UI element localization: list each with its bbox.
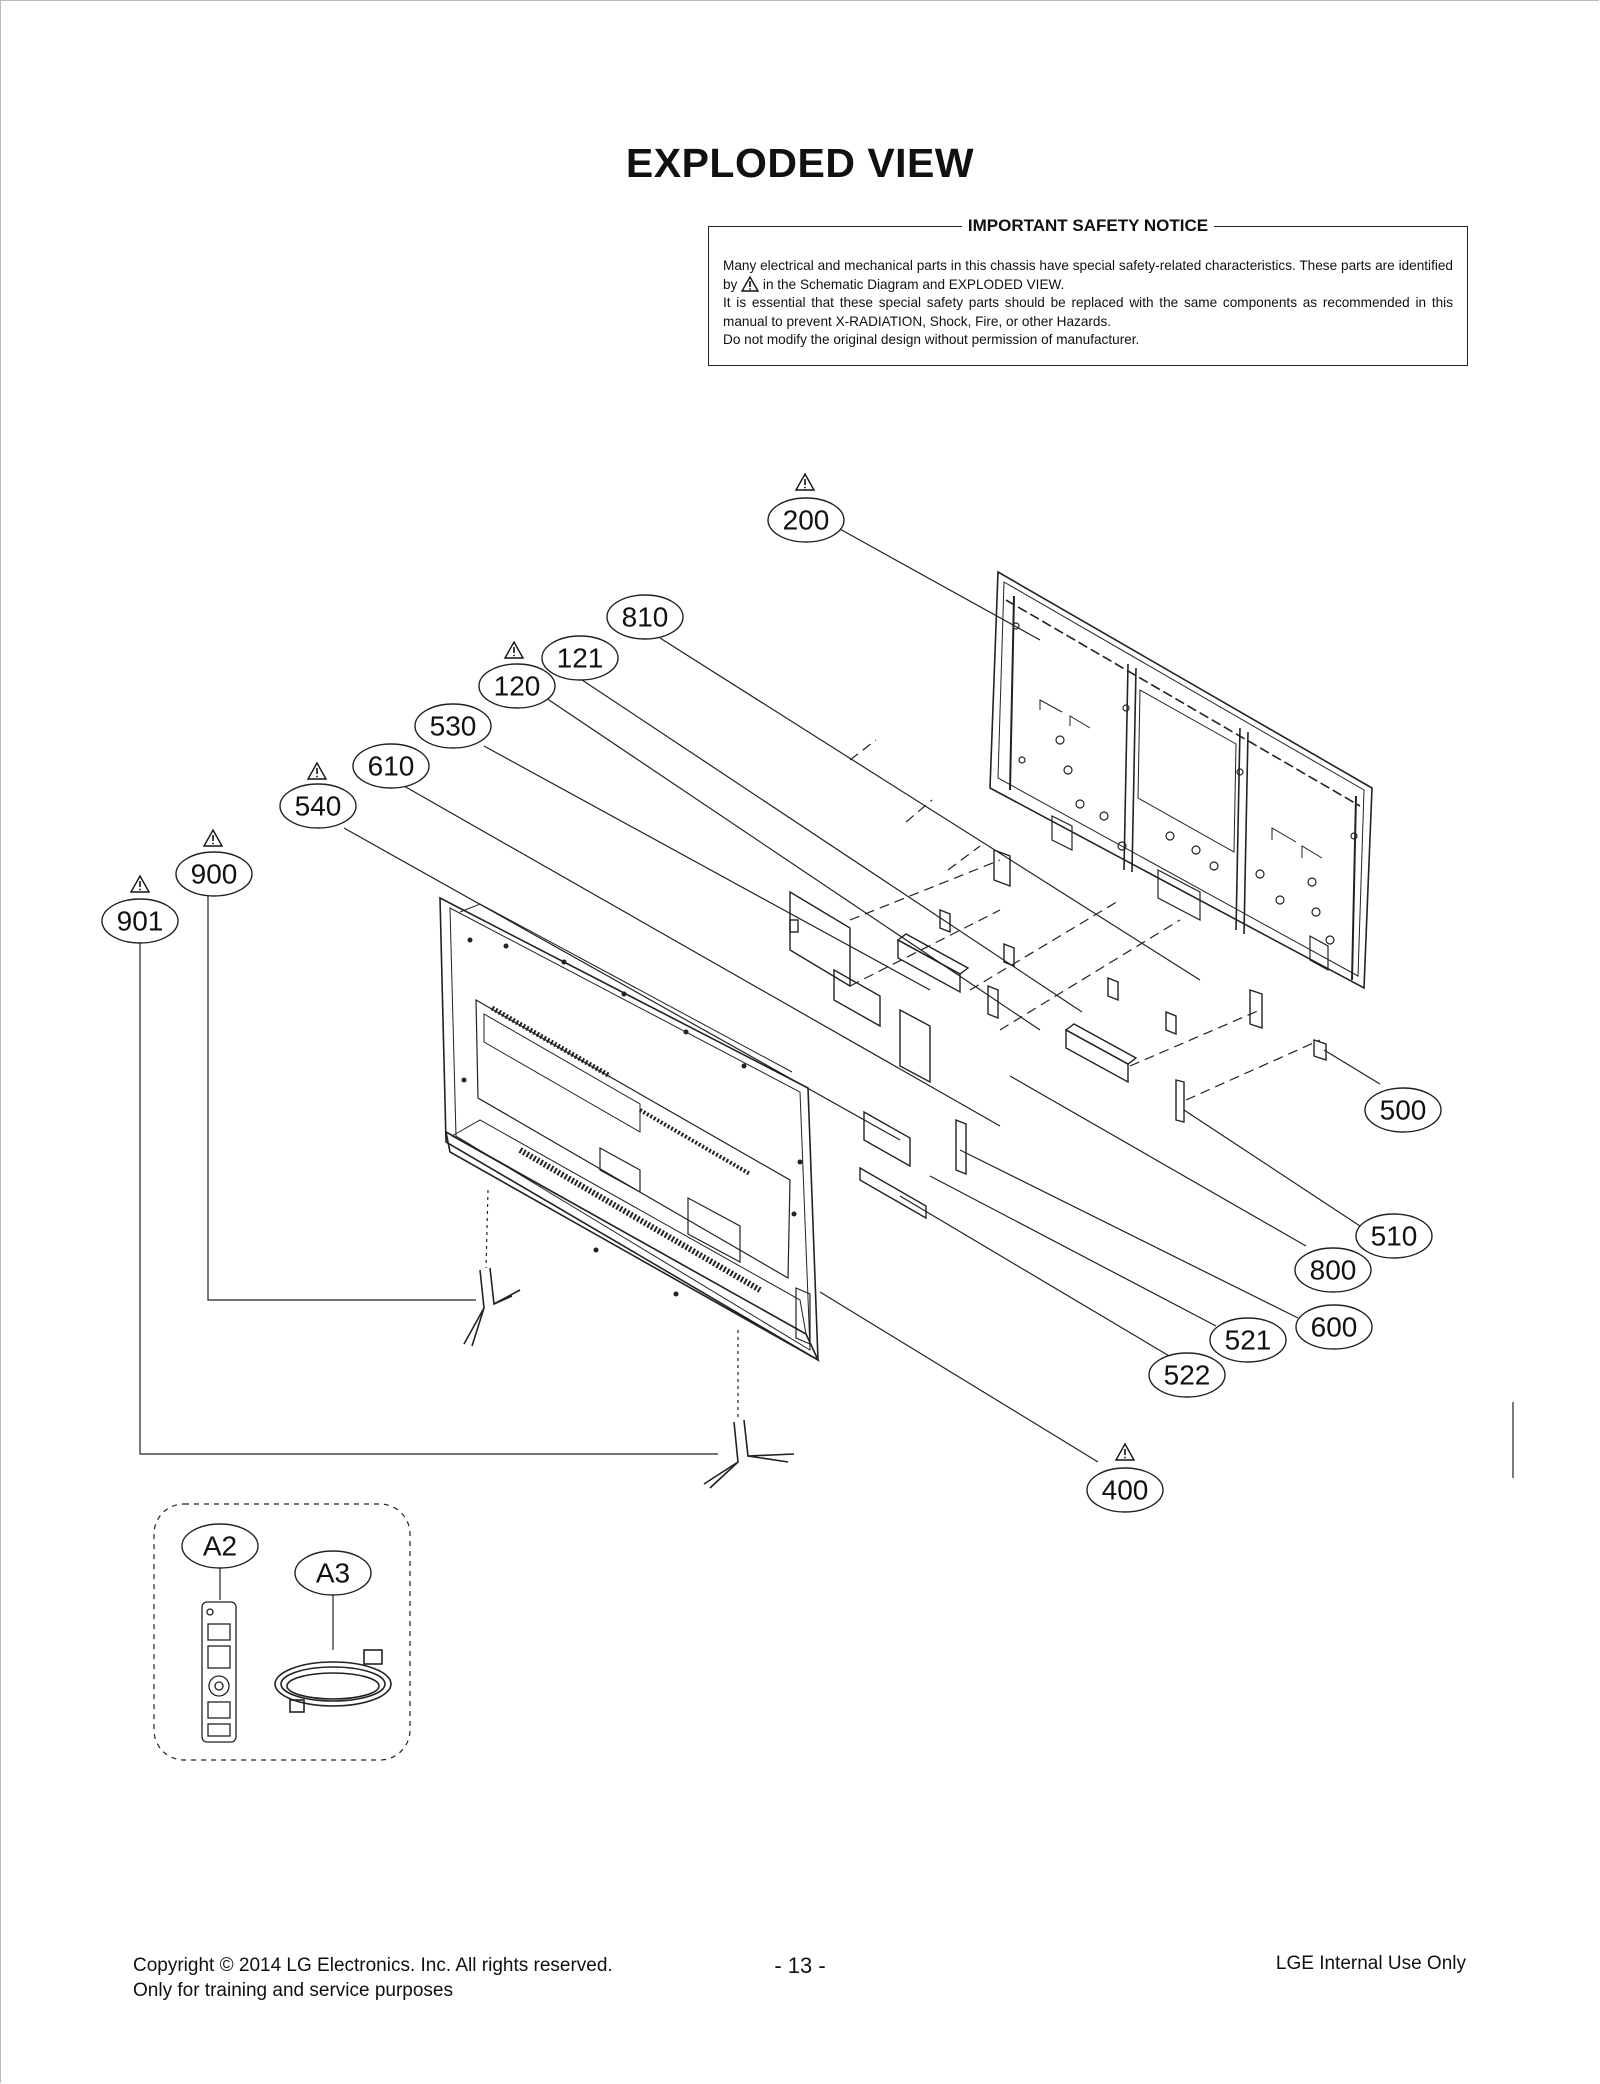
callout-600: 600 <box>1311 1312 1358 1343</box>
safety-notice-heading: IMPORTANT SAFETY NOTICE <box>961 216 1215 235</box>
callout-510: 510 <box>1371 1221 1418 1252</box>
internal-use-text: LGE Internal Use Only <box>1275 1953 1466 1974</box>
stand-right-drawing <box>703 1419 795 1489</box>
callout-500: 500 <box>1380 1095 1427 1126</box>
callout-530: 530 <box>430 711 477 742</box>
stand-dotted-guides <box>485 1189 739 1420</box>
power-cable-icon <box>274 1649 392 1713</box>
callout-200: 200 <box>783 505 830 536</box>
footer-left: Copyright © 2014 LG Electronics. Inc. Al… <box>133 1953 613 2003</box>
callout-a3: A3 <box>316 1558 350 1589</box>
callout-120: 120 <box>494 671 541 702</box>
callout-521: 521 <box>1225 1325 1272 1356</box>
stand-left-drawing <box>463 1267 521 1347</box>
safety-notice-line1b: in the Schematic Diagram and EXPLODED VI… <box>762 276 1065 292</box>
callout-610: 610 <box>368 751 415 782</box>
safety-notice-box: IMPORTANT SAFETY NOTICE Many electrical … <box>708 216 1468 366</box>
warning-triangle-icon <box>307 762 327 780</box>
callout-540: 540 <box>295 791 342 822</box>
page-number: - 13 - <box>774 1953 826 1978</box>
dashed-assembly-guides <box>849 739 1321 1101</box>
callout-810: 810 <box>622 602 669 633</box>
warning-triangle-icon <box>130 875 150 893</box>
pcb-parts-drawing <box>789 848 1327 1220</box>
remote-control-icon <box>201 1601 237 1743</box>
back-cover-drawing <box>439 896 820 1362</box>
warning-triangle-icon <box>203 829 223 847</box>
purpose-text: Only for training and service purposes <box>133 1980 453 2001</box>
leader-lines <box>139 527 1381 1463</box>
callout-901: 901 <box>117 906 164 937</box>
callout-400: 400 <box>1102 1475 1149 1506</box>
callout-a2: A2 <box>203 1531 237 1562</box>
warning-triangle-icon <box>741 275 760 292</box>
callout-522: 522 <box>1164 1360 1211 1391</box>
warning-triangle-icon <box>504 641 524 659</box>
warning-triangle-icon <box>1115 1443 1135 1461</box>
safety-notice-line1a: Many electrical and mechanical parts in … <box>723 258 1453 292</box>
chassis-screw-holes <box>1012 622 1358 945</box>
copyright-text: Copyright © 2014 LG Electronics. Inc. Al… <box>133 1955 613 1976</box>
accessories-box <box>153 1503 411 1761</box>
callout-ellipses <box>101 497 1442 1596</box>
safety-notice-line3: Do not modify the original design withou… <box>723 332 1140 347</box>
callout-900: 900 <box>191 859 238 890</box>
safety-notice-body: Many electrical and mechanical parts in … <box>723 257 1453 350</box>
page-title: EXPLODED VIEW <box>625 140 975 186</box>
warning-triangle-icon <box>795 473 815 491</box>
safety-notice-line2: It is essential that these special safet… <box>723 295 1453 329</box>
back-cover-screw-holes <box>461 937 803 1297</box>
callout-121: 121 <box>557 643 604 674</box>
callout-800: 800 <box>1310 1255 1357 1286</box>
chassis-frame-drawing <box>989 570 1373 990</box>
